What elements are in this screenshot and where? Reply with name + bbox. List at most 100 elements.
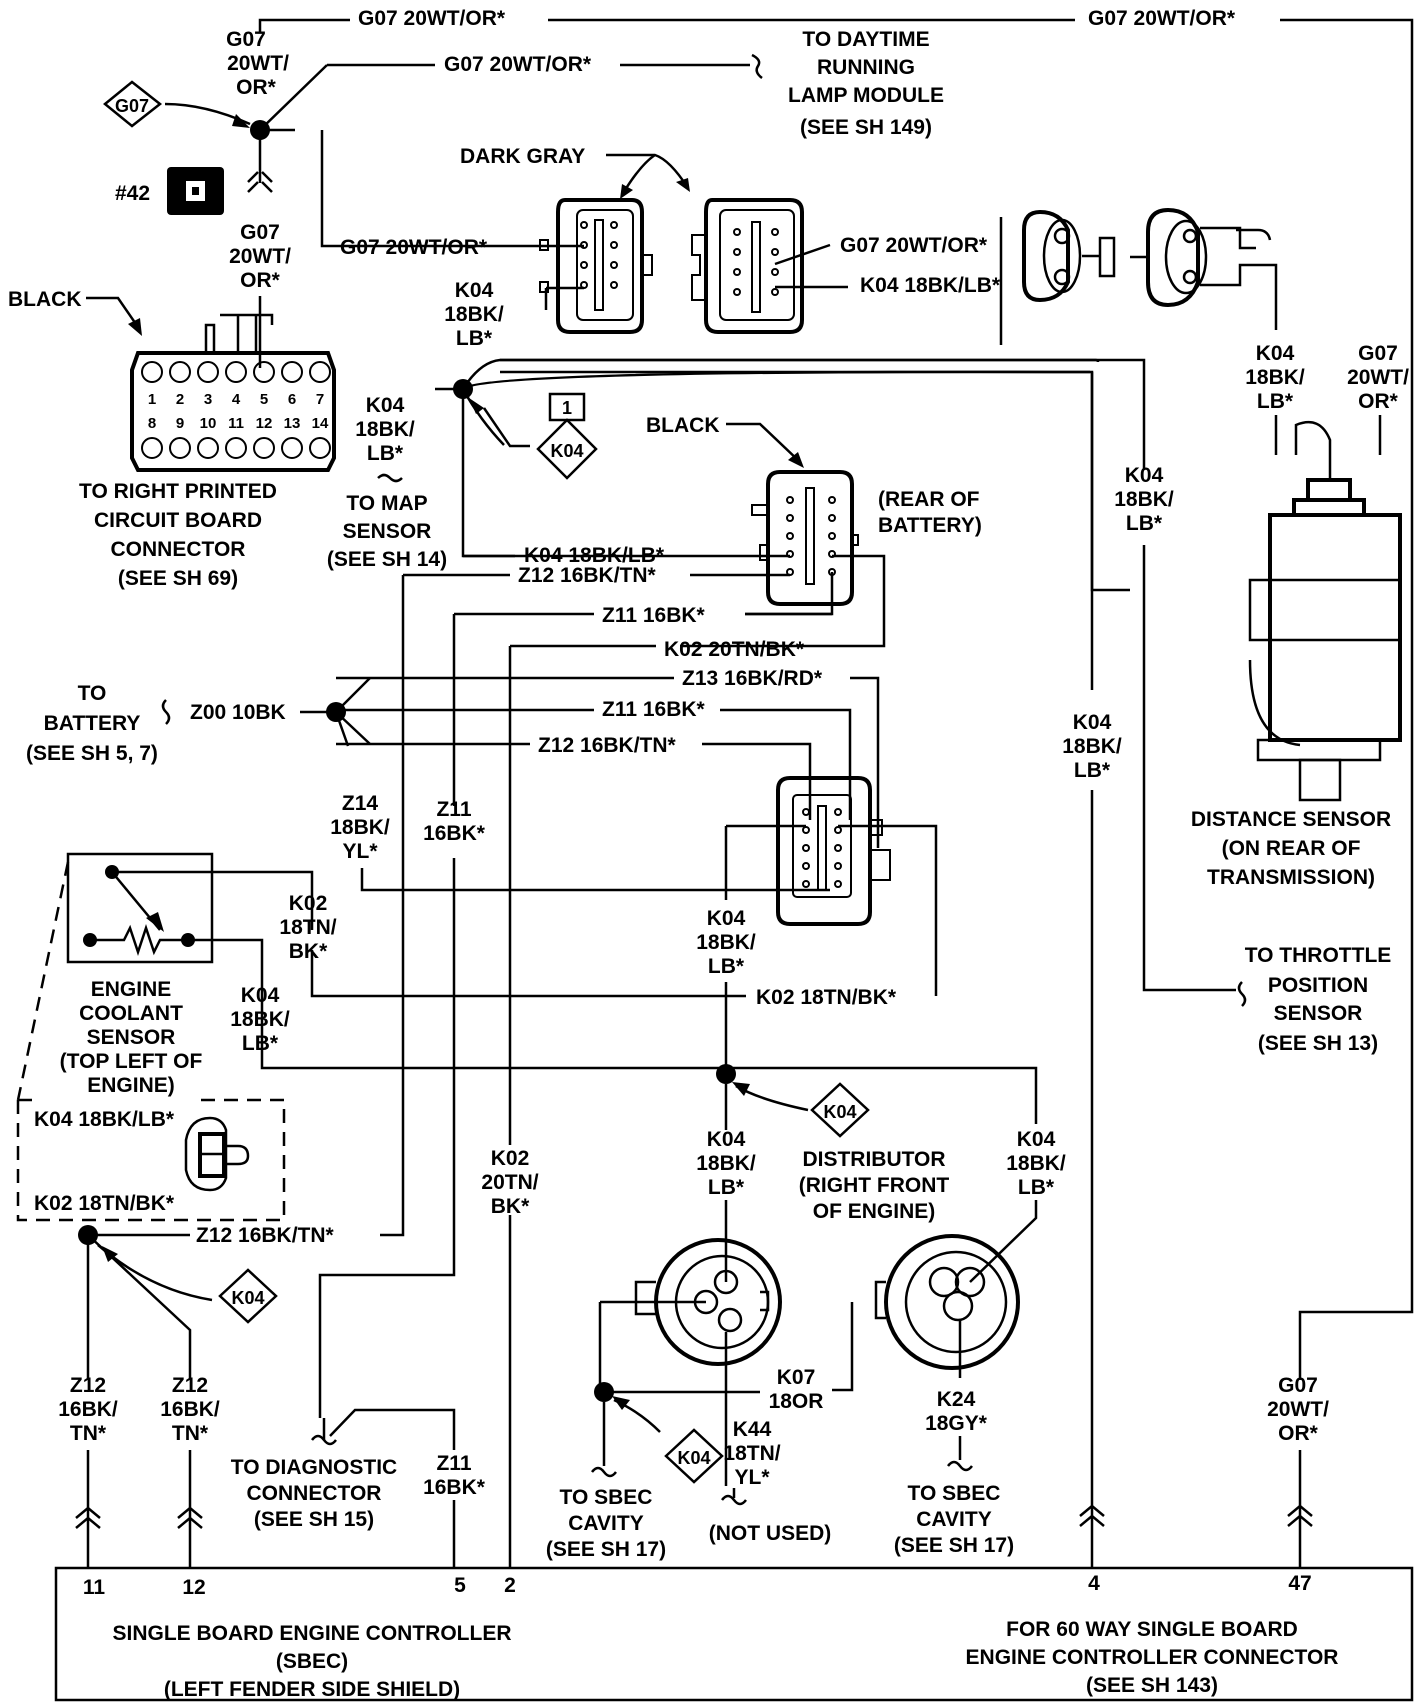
- k04-18-left-2: 18BK/: [230, 1008, 290, 1031]
- k04-tag-c: [810, 1082, 870, 1138]
- diag-3: (SEE SH 15): [254, 1508, 374, 1531]
- sbec-box: [54, 1566, 1414, 1702]
- mid-wires: Z11 16BK* K02 20TN/BK* Z13 16BK/RD* Z11 …: [336, 604, 880, 848]
- coolant-caption-4: (TOP LEFT OF: [60, 1050, 203, 1073]
- sbec-connector-1: FOR 60 WAY SINGLE BOARD: [1006, 1618, 1298, 1641]
- right-k04-a-2: 18BK/: [1114, 488, 1174, 511]
- sbec-caption-2: (SBEC): [276, 1650, 348, 1673]
- k44-1: K44: [733, 1418, 772, 1441]
- g07-splice-upper-2: 20WT/: [227, 52, 289, 75]
- g07-top-right-label: G07 20WT/OR*: [1088, 7, 1236, 30]
- k44-2: 18TN/: [723, 1442, 780, 1465]
- k04-18-left-3: LB*: [242, 1032, 279, 1055]
- sbec-cavity-right-2: CAVITY: [916, 1508, 991, 1531]
- right-k04-b-1: K04: [1073, 711, 1112, 734]
- distance-sensor-body: [1268, 513, 1402, 742]
- throttle-2: POSITION: [1268, 974, 1368, 997]
- g07-splice-lower-3: OR*: [240, 269, 281, 292]
- pcb-pin-4: 4: [232, 391, 241, 408]
- diag-1: TO DIAGNOSTIC: [231, 1456, 397, 1479]
- battery-black-label: BLACK: [646, 414, 720, 437]
- map-sensor: K04 18BK/ LB* TO MAP SENSOR (SEE SH 14): [327, 394, 447, 571]
- k02-18-1: K02: [289, 892, 328, 915]
- z12-splice: Z12 16BK/TN* K04 Z12 16BK/ TN* Z12 16BK/…: [58, 1224, 335, 1568]
- distributor-splice-dot: [716, 1064, 736, 1084]
- pcb-pin-1: 1: [148, 391, 156, 408]
- distributor-connector-right: [884, 1234, 1020, 1370]
- pcb-pin-3: 3: [204, 391, 212, 408]
- diagnostic-connector: TO DIAGNOSTIC CONNECTOR (SEE SH 15) Z11 …: [231, 1147, 539, 1568]
- sbec-pin-4: 4: [1088, 1572, 1100, 1595]
- g07-bottom-2: 20WT/: [1267, 1398, 1329, 1421]
- k02-18-2: 18TN/: [279, 916, 336, 939]
- ds-k04-3: LB*: [1257, 390, 1294, 413]
- map-sensor-caption-2: SENSOR: [343, 520, 432, 543]
- engine-coolant-sensor: K02 18TN/ BK* K04 18BK/ LB* ENGINE COOLA…: [16, 852, 1038, 1222]
- k02-20-vert-3: BK*: [491, 1195, 530, 1218]
- to-battery-1: TO: [78, 682, 107, 705]
- z11-b-label: Z11 16BK*: [602, 698, 706, 721]
- k04-dist-right-2: 18BK/: [1006, 1152, 1066, 1175]
- pcb-caption-2: CIRCUIT BOARD: [94, 509, 262, 532]
- sbec-pin-47: 47: [1288, 1572, 1311, 1595]
- dashed-k04-label: K04 18BK/LB*: [34, 1108, 175, 1131]
- ground-42-label: #42: [115, 182, 150, 205]
- pcb-pin-6: 6: [288, 391, 296, 408]
- k04-tag-c-text: K04: [823, 1102, 856, 1122]
- k04-dist-right-1: K04: [1017, 1128, 1056, 1151]
- g07-splice-lower-2: 20WT/: [229, 245, 291, 268]
- to-battery-3: (SEE SH 5, 7): [26, 742, 158, 765]
- sbec-caption-1: SINGLE BOARD ENGINE CONTROLLER: [112, 1622, 511, 1645]
- sbec-cavity-left-2: CAVITY: [568, 1512, 643, 1535]
- k04-tag-a: [536, 418, 598, 480]
- drl-line-4: (SEE SH 149): [800, 116, 932, 139]
- g07-bottom-3: OR*: [1278, 1422, 1319, 1445]
- distributor-connectors: K07 18OR K04 K44 18TN/ YL* (NOT USED) K2…: [546, 1200, 1038, 1561]
- z11-vert-1: Z11: [436, 798, 471, 821]
- sbec-cavity-right-3: (SEE SH 17): [894, 1534, 1014, 1557]
- pcb-caption-4: (SEE SH 69): [118, 567, 238, 590]
- battery-splice: TO BATTERY (SEE SH 5, 7) Z00 10BK Z14 18…: [26, 677, 830, 892]
- coolant-caption-1: ENGINE: [91, 978, 172, 1001]
- center-connector-body: [776, 776, 872, 926]
- right-k04-b-3: LB*: [1074, 759, 1111, 782]
- distributor-3: OF ENGINE): [813, 1200, 936, 1223]
- throttle-1: TO THROTTLE: [1245, 944, 1392, 967]
- ground-42: #42: [115, 167, 224, 215]
- battery-connector-body: [766, 470, 854, 606]
- throttle-3: SENSOR: [1274, 1002, 1363, 1025]
- ds-g07-1: G07: [1358, 342, 1398, 365]
- distributor-splice: K04 K04 18BK/ LB* DISTRIBUTOR (RIGHT FRO…: [696, 1064, 1066, 1223]
- z00-label: Z00 10BK: [190, 701, 286, 724]
- g07-top-left-label: G07 20WT/OR*: [358, 7, 506, 30]
- k07-1: K07: [777, 1366, 816, 1389]
- drl-line-2: RUNNING: [817, 56, 915, 79]
- ds-g07-2: 20WT/: [1347, 366, 1409, 389]
- z14-3: YL*: [342, 840, 378, 863]
- map-sensor-caption-1: TO MAP: [346, 492, 427, 515]
- sbec-connector-2: ENGINE CONTROLLER CONNECTOR: [966, 1646, 1339, 1669]
- k04-center-1: K04: [707, 907, 746, 930]
- dark-gray-connectors: DARK GRAY G07 20WT/O: [340, 145, 1001, 350]
- g07-splice-upper-1: G07: [226, 28, 266, 51]
- pcb-pin-13: 13: [284, 415, 301, 432]
- battery-connector: BLACK (REAR OF BATTERY) K04 18BK/LB* Z12…: [403, 414, 982, 648]
- coolant-caption-3: SENSOR: [87, 1026, 176, 1049]
- sbec-connector-3: (SEE SH 143): [1086, 1674, 1218, 1697]
- dashed-k02-label: K02 18TN/BK*: [34, 1192, 175, 1215]
- k04-center-3: LB*: [708, 955, 745, 978]
- z11-bottom-2: 16BK*: [423, 1476, 486, 1499]
- k02-horiz-label: K02 18TN/BK*: [756, 986, 897, 1009]
- pcb-pin-10: 10: [200, 415, 217, 432]
- k04-dist-left-1: K04: [707, 1128, 746, 1151]
- k04-dist-left-2: 18BK/: [696, 1152, 756, 1175]
- connector-k04-right-label: K04 18BK/LB*: [860, 274, 1001, 297]
- sbec-cavity-right-1: TO SBEC: [908, 1482, 1001, 1505]
- k04-dist-right-3: LB*: [1018, 1176, 1055, 1199]
- pcb-black-label: BLACK: [8, 288, 82, 311]
- to-battery-2: BATTERY: [44, 712, 141, 735]
- k04-dist-left-3: LB*: [708, 1176, 745, 1199]
- map-sensor-wire-2: 18BK/: [355, 418, 415, 441]
- connector-g07-right-label: G07 20WT/OR*: [840, 234, 988, 257]
- map-sensor-wire-1: K04: [366, 394, 405, 417]
